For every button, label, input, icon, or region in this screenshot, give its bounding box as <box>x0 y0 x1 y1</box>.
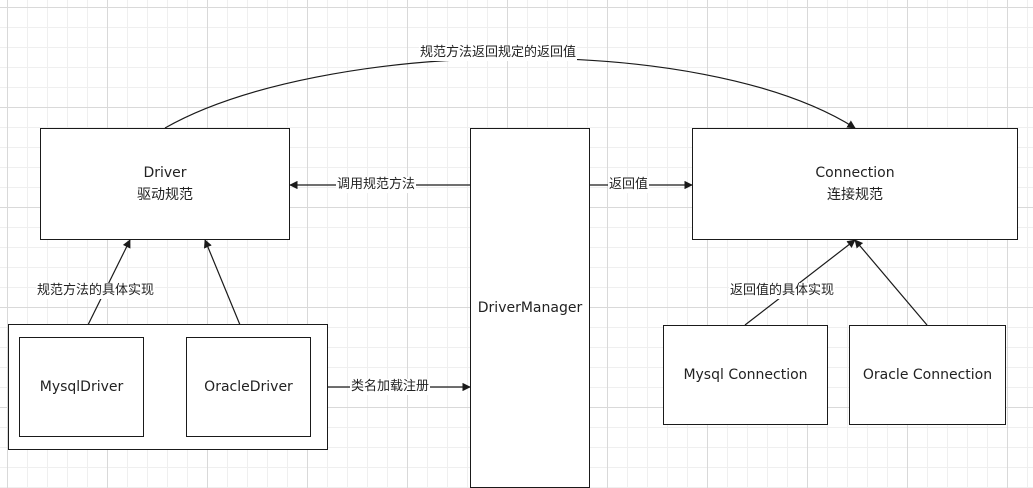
connection-title: Connection <box>815 165 895 181</box>
driver-manager-title: DriverManager <box>477 300 583 316</box>
oracle-driver-title: OracleDriver <box>204 379 293 395</box>
mysql-driver-node[interactable]: MysqlDriver <box>19 337 144 437</box>
edge-label-return-value: 返回值 <box>608 177 650 193</box>
mysql-connection-title: Mysql Connection <box>683 367 808 383</box>
edge-return-spec <box>164 57 856 129</box>
edge-oracle-driver-impl <box>203 239 246 338</box>
edge-label-call-spec: 调用规范方法 <box>336 177 417 193</box>
edge-label-return-spec: 规范方法返回规定的返回值 <box>419 45 578 61</box>
connection-node[interactable]: Connection 连接规范 <box>692 128 1018 240</box>
edge-label-connection-impl: 返回值的具体实现 <box>729 283 836 299</box>
driver-title: Driver <box>143 165 187 181</box>
oracle-driver-node[interactable]: OracleDriver <box>186 337 311 437</box>
mysql-driver-title: MysqlDriver <box>39 379 124 395</box>
connection-subtitle: 连接规范 <box>827 187 883 203</box>
oracle-connection-node[interactable]: Oracle Connection <box>849 325 1006 425</box>
edge-mysql-connection-impl <box>744 239 856 326</box>
driver-manager-node[interactable]: DriverManager <box>470 128 590 488</box>
oracle-connection-title: Oracle Connection <box>862 367 993 383</box>
edge-oracle-connection-impl <box>854 239 928 326</box>
mysql-connection-node[interactable]: Mysql Connection <box>663 325 828 425</box>
driver-subtitle: 驱动规范 <box>137 187 193 203</box>
edge-label-class-load: 类名加载注册 <box>350 379 431 395</box>
edge-label-driver-impl: 规范方法的具体实现 <box>36 283 156 299</box>
driver-node[interactable]: Driver 驱动规范 <box>40 128 290 240</box>
